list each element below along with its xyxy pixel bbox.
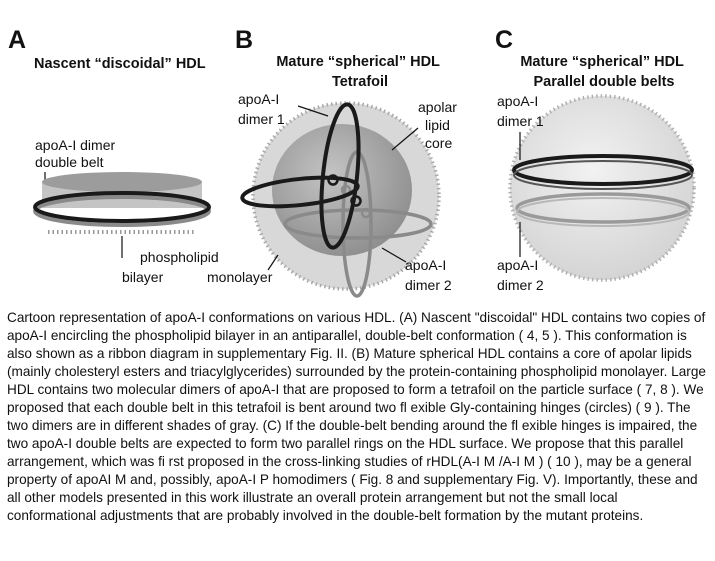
panel-b-monolayer-pointer <box>267 254 279 271</box>
panel-c: C Mature “spherical” HDL Parallel double… <box>495 26 696 293</box>
panel-b-core-label: apolar lipid core <box>418 99 461 151</box>
panel-c-title: Mature “spherical” HDL Parallel double b… <box>520 54 687 90</box>
discoidal-hdl-particle <box>33 172 211 234</box>
panel-a-letter: A <box>8 26 26 54</box>
parallel-belts-particle <box>508 94 696 282</box>
panel-b-dimer2-pointer <box>381 247 407 263</box>
panel-b-monolayer-label: monolayer <box>207 269 273 285</box>
panel-b-title: Mature “spherical” HDL Tetrafoil <box>276 54 443 90</box>
panel-a-dimer-label: apoA-I dimer double belt <box>35 137 119 170</box>
panel-b-dimer1-label: apoA-I dimer 1 <box>238 91 285 127</box>
spherical-hdl-particle <box>240 101 441 298</box>
panel-b-core-pointer <box>391 127 419 151</box>
hdl-figure: A Nascent “discoidal” HDL apoA-I dimer d… <box>8 26 696 298</box>
panel-a-title: Nascent “discoidal” HDL <box>34 56 206 72</box>
panel-b-dimer1-pointer <box>297 105 329 117</box>
panel-c-dimer2-label: apoA-I dimer 2 <box>497 257 544 293</box>
panel-b: B Mature “spherical” HDL Tetrafoil apoA-… <box>207 26 461 298</box>
panel-c-dimer1-label: apoA-I dimer 1 <box>497 93 544 129</box>
panel-b-dimer2-label: apoA-I dimer 2 <box>405 257 452 293</box>
panel-a: A Nascent “discoidal” HDL apoA-I dimer d… <box>8 26 223 285</box>
figure-caption: Cartoon representation of apoA-I conform… <box>7 310 706 523</box>
panel-a-bilayer-label: phospholipid bilayer <box>122 249 223 285</box>
panel-c-letter: C <box>495 26 513 54</box>
panel-b-letter: B <box>235 26 253 54</box>
